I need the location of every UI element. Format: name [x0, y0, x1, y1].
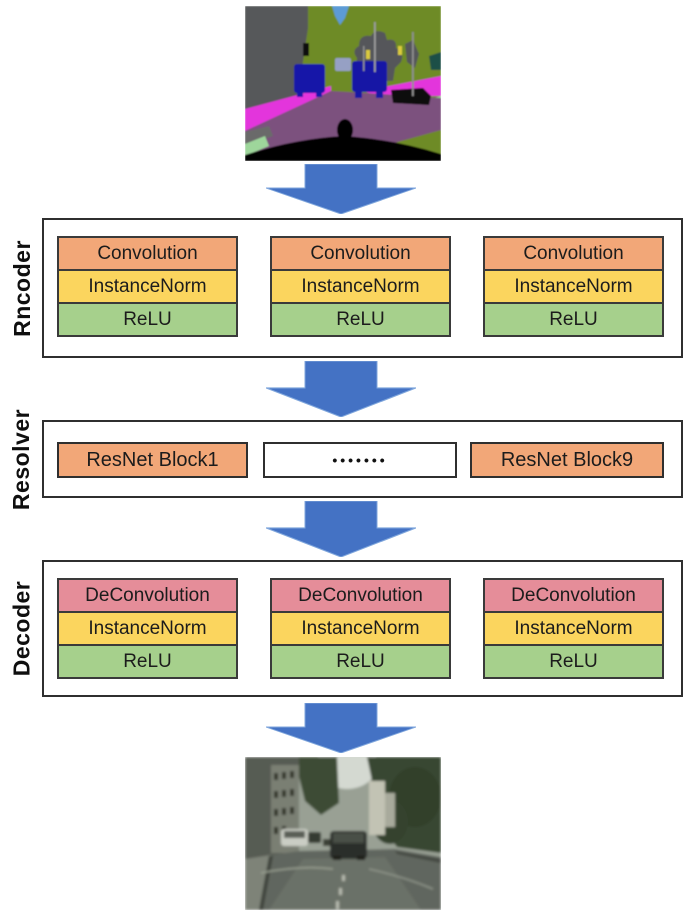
- relu-cell: ReLU: [483, 302, 664, 337]
- terrain-left: [245, 136, 269, 156]
- building-region: [245, 6, 308, 111]
- car-left: [294, 64, 325, 97]
- segmentation-map-graphic: [245, 6, 441, 161]
- curb-right: [395, 851, 441, 863]
- parked-white-car: [281, 829, 308, 846]
- resnet-block-1: ResNet Block1: [57, 442, 248, 478]
- relu-cell: ReLU: [57, 302, 238, 337]
- lane-markings: [336, 875, 345, 909]
- decoder-column-2: DeConvolution InstanceNorm ReLU: [270, 578, 451, 679]
- resolver-label-wrap: Resolver: [2, 408, 42, 509]
- decoder-section: Decoder DeConvolution InstanceNorm ReLU …: [9, 560, 683, 697]
- deconvolution-cell: DeConvolution: [57, 578, 238, 613]
- down-arrow-icon: [266, 703, 416, 753]
- ego-hood: [245, 136, 441, 161]
- traffic-lights: [366, 46, 402, 59]
- instancenorm-cell: InstanceNorm: [57, 269, 238, 304]
- sky-region: [332, 6, 349, 25]
- resnet-ellipsis: •••••••: [263, 442, 457, 478]
- down-arrow-icon: [266, 361, 416, 417]
- resnet-block-9: ResNet Block9: [470, 442, 664, 478]
- instancenorm-cell: InstanceNorm: [57, 611, 238, 646]
- light-building: [369, 781, 385, 835]
- encoder-section: Rncoder Convolution InstanceNorm ReLU Co…: [9, 218, 683, 358]
- relu-cell: ReLU: [270, 302, 451, 337]
- convolution-cell: Convolution: [483, 236, 664, 271]
- decoder-label-wrap: Decoder: [2, 562, 42, 695]
- output-photo-image: [245, 757, 441, 910]
- poles: [363, 22, 414, 96]
- flow-arrow-4: [266, 703, 416, 753]
- road-marking-left: [260, 866, 334, 874]
- street-photo-graphic: [245, 757, 441, 910]
- instancenorm-cell: InstanceNorm: [483, 269, 664, 304]
- car-center: [352, 61, 387, 98]
- relu-cell: ReLU: [483, 644, 664, 679]
- down-arrow-icon: [266, 164, 416, 214]
- encoder-label-wrap: Rncoder: [2, 220, 42, 356]
- convolution-cell: Convolution: [270, 236, 451, 271]
- sidewalk-left: [245, 855, 271, 910]
- curb-left: [245, 126, 273, 146]
- convolution-cell: Convolution: [57, 236, 238, 271]
- deconvolution-cell: DeConvolution: [483, 578, 664, 613]
- encoder-label: Rncoder: [8, 239, 35, 337]
- flow-arrow-3: [266, 501, 416, 557]
- resolver-section: Resolver ResNet Block1 ••••••• ResNet Bl…: [9, 408, 683, 510]
- dark-patch-right: [429, 52, 441, 70]
- deconvolution-cell: DeConvolution: [270, 578, 451, 613]
- encoder-column-1: Convolution InstanceNorm ReLU: [57, 236, 238, 337]
- parked-dark-car: [308, 832, 321, 843]
- input-segmentation-image: [245, 6, 441, 161]
- distant-car: [323, 839, 331, 846]
- relu-cell: ReLU: [57, 644, 238, 679]
- distant-vehicle: [335, 58, 351, 71]
- decoder-label: Decoder: [8, 580, 35, 677]
- building-window: [303, 43, 309, 56]
- encoder-column-3: Convolution InstanceNorm ReLU: [483, 236, 664, 337]
- flow-arrow-2: [266, 361, 416, 417]
- hood-ornament: [337, 119, 353, 141]
- car-black-right: [391, 88, 431, 105]
- main-car: [330, 831, 367, 860]
- down-arrow-icon: [266, 501, 416, 557]
- decoder-column-1: DeConvolution InstanceNorm ReLU: [57, 578, 238, 679]
- trees-center: [297, 757, 339, 815]
- flow-arrow-1: [266, 164, 416, 214]
- sidewalk-left: [245, 86, 331, 131]
- light-building-side: [385, 793, 395, 827]
- instancenorm-cell: InstanceNorm: [270, 611, 451, 646]
- decoder-column-3: DeConvolution InstanceNorm ReLU: [483, 578, 664, 679]
- relu-cell: ReLU: [270, 644, 451, 679]
- road-marking-right: [368, 868, 434, 890]
- resolver-label: Resolver: [8, 408, 35, 510]
- instancenorm-cell: InstanceNorm: [270, 269, 451, 304]
- instancenorm-cell: InstanceNorm: [483, 611, 664, 646]
- encoder-column-2: Convolution InstanceNorm ReLU: [270, 236, 451, 337]
- road-center: [269, 857, 421, 910]
- curb-left: [259, 856, 273, 910]
